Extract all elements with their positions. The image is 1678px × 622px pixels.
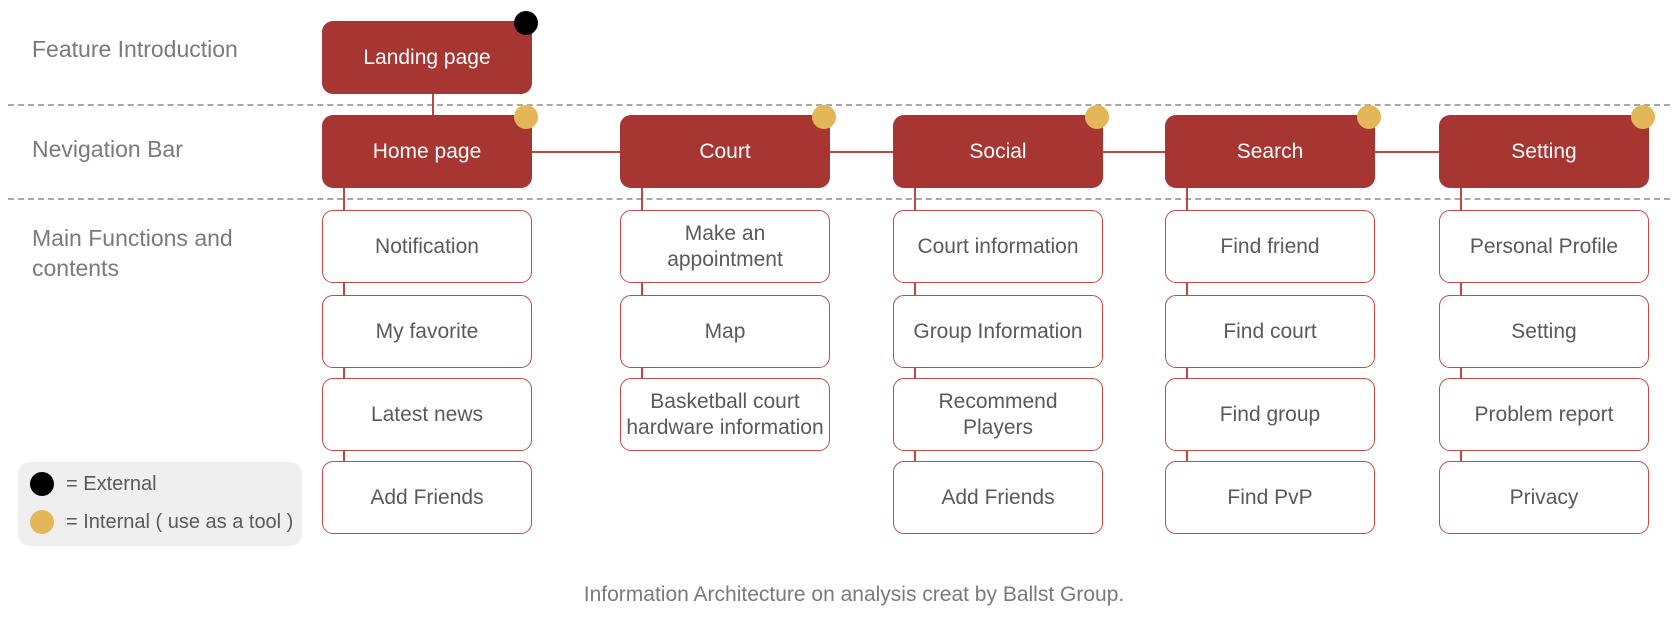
- internal-dot-icon: [514, 105, 538, 129]
- row-label-navigation-bar: Nevigation Bar: [32, 136, 183, 162]
- function-node-make-an-appointment-label: Make an appointment: [667, 221, 783, 271]
- function-node-privacy-label: Privacy: [1509, 485, 1579, 509]
- function-node-basketball-court-hardware-information[interactable]: Basketball court hardware information: [620, 378, 830, 451]
- column-spine: [641, 188, 643, 383]
- nav-node-social-label: Social: [969, 139, 1027, 163]
- function-node-court-information[interactable]: Court information: [893, 210, 1103, 283]
- nav-node-search[interactable]: Search: [1165, 115, 1375, 188]
- legend-internal-label: = Internal ( use as a tool ): [66, 510, 294, 533]
- legend-row-external: = External: [30, 472, 157, 496]
- function-node-add-friends-label: Add Friends: [370, 485, 484, 509]
- internal-dot-icon: [30, 510, 54, 534]
- function-node-map[interactable]: Map: [620, 295, 830, 368]
- landing-page-node[interactable]: Landing page: [322, 21, 532, 94]
- function-node-setting[interactable]: Setting: [1439, 295, 1649, 368]
- internal-dot-icon: [1631, 105, 1655, 129]
- function-node-group-information-label: Group Information: [913, 319, 1083, 343]
- divider-nav-main: [8, 198, 1670, 200]
- function-node-add-friends-label: Add Friends: [941, 485, 1055, 509]
- divider-feature-nav: [8, 104, 1670, 106]
- function-node-personal-profile-label: Personal Profile: [1469, 234, 1619, 258]
- function-node-latest-news-label: Latest news: [370, 402, 484, 426]
- diagram-caption: Information Architecture on analysis cre…: [583, 583, 1125, 606]
- function-node-add-friends[interactable]: Add Friends: [322, 461, 532, 534]
- function-node-make-an-appointment[interactable]: Make an appointment: [620, 210, 830, 283]
- internal-dot-icon: [812, 105, 836, 129]
- nav-node-home-page-label: Home page: [372, 139, 482, 163]
- function-node-find-group-label: Find group: [1219, 402, 1321, 426]
- function-node-find-friend-label: Find friend: [1220, 234, 1320, 258]
- internal-dot-icon: [1085, 105, 1109, 129]
- function-node-group-information[interactable]: Group Information: [893, 295, 1103, 368]
- function-node-map-label: Map: [704, 319, 746, 343]
- row-label-feature-introduction: Feature Introduction: [32, 36, 238, 62]
- nav-node-social[interactable]: Social: [893, 115, 1103, 188]
- function-node-privacy[interactable]: Privacy: [1439, 461, 1649, 534]
- landing-connector: [432, 94, 434, 115]
- external-dot-icon: [30, 472, 54, 496]
- function-node-notification[interactable]: Notification: [322, 210, 532, 283]
- nav-node-search-label: Search: [1236, 139, 1304, 163]
- function-node-find-court[interactable]: Find court: [1165, 295, 1375, 368]
- function-node-notification-label: Notification: [375, 234, 479, 258]
- nav-connector: [830, 151, 893, 153]
- function-node-setting-label: Setting: [1511, 319, 1577, 343]
- function-node-court-information-label: Court information: [917, 234, 1079, 258]
- landing-page-node-label: Landing page: [363, 45, 491, 69]
- legend-row-internal: = Internal ( use as a tool ): [30, 510, 293, 534]
- legend-external-label: = External: [66, 472, 157, 495]
- row-label-main-functions: Main Functions and contents: [32, 225, 233, 281]
- function-node-find-court-label: Find court: [1223, 319, 1317, 343]
- function-node-recommend-players[interactable]: Recommend Players: [893, 378, 1103, 451]
- external-dot-icon: [514, 11, 538, 35]
- function-node-recommend-players-label: Recommend Players: [938, 389, 1058, 439]
- nav-connector: [1103, 151, 1165, 153]
- nav-node-home-page[interactable]: Home page: [322, 115, 532, 188]
- nav-node-court-label: Court: [699, 139, 751, 163]
- nav-node-court[interactable]: Court: [620, 115, 830, 188]
- function-node-problem-report[interactable]: Problem report: [1439, 378, 1649, 451]
- function-node-basketball-court-hardware-information-label: Basketball court hardware information: [626, 389, 824, 439]
- function-node-problem-report-label: Problem report: [1474, 402, 1614, 426]
- function-node-personal-profile[interactable]: Personal Profile: [1439, 210, 1649, 283]
- legend: = External = Internal ( use as a tool ): [18, 462, 302, 546]
- function-node-find-pvp[interactable]: Find PvP: [1165, 461, 1375, 534]
- nav-node-setting[interactable]: Setting: [1439, 115, 1649, 188]
- internal-dot-icon: [1357, 105, 1381, 129]
- nav-connector: [1375, 151, 1439, 153]
- function-node-my-favorite-label: My favorite: [375, 319, 479, 343]
- function-node-latest-news[interactable]: Latest news: [322, 378, 532, 451]
- nav-connector: [532, 151, 620, 153]
- function-node-find-group[interactable]: Find group: [1165, 378, 1375, 451]
- function-node-add-friends[interactable]: Add Friends: [893, 461, 1103, 534]
- function-node-my-favorite[interactable]: My favorite: [322, 295, 532, 368]
- function-node-find-pvp-label: Find PvP: [1227, 485, 1313, 509]
- function-node-find-friend[interactable]: Find friend: [1165, 210, 1375, 283]
- nav-node-setting-label: Setting: [1511, 139, 1577, 163]
